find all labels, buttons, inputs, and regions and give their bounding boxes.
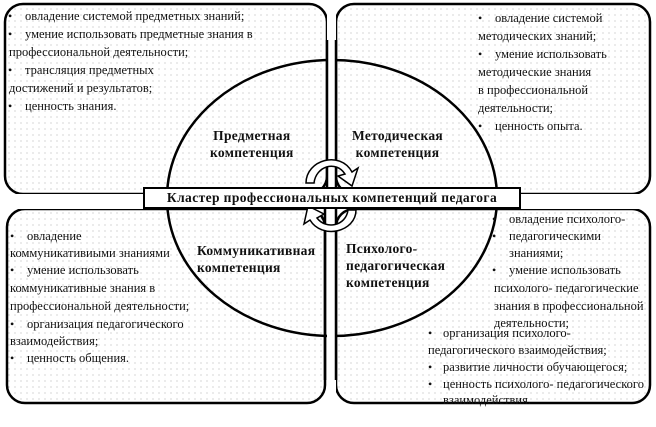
box-bottom-right-line: педагогического взаимодействия;	[428, 343, 607, 357]
box-bottom-right-line: психолого- педагогические	[494, 281, 639, 295]
bullet-icon: •	[10, 263, 15, 277]
box-bottom-right-line: педагогическими	[509, 229, 601, 243]
box-bottom-left-line: коммуникативные знания в	[10, 281, 156, 295]
bullet-icon: •	[10, 229, 15, 243]
bullet-icon: •	[428, 377, 433, 391]
box-bottom-right-line: взаимодействия.	[443, 393, 531, 407]
bullet-icon: •	[478, 47, 483, 61]
cluster-banner: Кластер профессиональных компетенций пед…	[143, 187, 521, 209]
methodical-competence-title: Методическая компетенция	[352, 127, 443, 161]
title-line: компетенция	[355, 145, 440, 160]
box-bottom-right-line: развитие личности обучающегося;	[443, 360, 628, 374]
bullet-icon: •	[8, 27, 13, 41]
box-top-right-line: ценность опыта.	[495, 119, 583, 133]
box-top-left-line: профессиональной деятельности;	[9, 45, 189, 59]
title-line: Психолого-	[346, 241, 418, 256]
box-bottom-left-line: ценность общения.	[27, 351, 130, 365]
bullet-icon: •	[10, 351, 15, 365]
box-bottom-right-line: ценность психолого- педагогического	[443, 377, 644, 391]
box-top-right-line: методические знания	[478, 65, 592, 79]
box-bottom-left-line: взаимодействия;	[10, 334, 99, 348]
bullet-icon: •	[8, 9, 13, 23]
title-line: компетенция	[197, 260, 281, 275]
bullet-icon: •	[492, 263, 497, 277]
bullet-icon: •	[8, 63, 13, 77]
box-top-right-line: методических знаний;	[478, 29, 597, 43]
box-bottom-right-line: овладение психолого-	[509, 212, 626, 226]
box-top-right-line: деятельности;	[478, 101, 554, 115]
box-top-right-line: умение использовать	[495, 47, 607, 61]
box-bottom-left-line: профессиональной деятельности;	[10, 299, 190, 313]
box-bottom-right-line: деятельности;	[494, 316, 570, 330]
box-top-right-line: в профессиональной	[478, 83, 589, 97]
title-line: Предметная	[213, 128, 291, 143]
title-line: Коммуникативная	[197, 243, 316, 258]
bullet-icon: •	[478, 11, 483, 25]
box-bottom-right-line: умение использовать	[509, 263, 621, 277]
psychopedagogical-competence-title: Психолого- педагогическая компетенция	[346, 240, 445, 291]
bullet-icon: •	[492, 212, 497, 226]
box-top-left-line: ценность знания.	[25, 99, 117, 113]
title-line: педагогическая	[346, 258, 446, 273]
title-line: компетенция	[210, 145, 294, 160]
bullet-icon: •	[428, 326, 433, 340]
box-bottom-left-line: организация педагогического	[27, 317, 184, 331]
box-top-left-line: умение использовать предметные знания в	[25, 27, 253, 41]
title-line: Методическая	[352, 128, 443, 143]
box-bottom-right-line: организация психолого-	[443, 326, 571, 340]
title-line: компетенция	[346, 275, 430, 290]
box-top-right-line: овладение системой	[495, 11, 603, 25]
bullet-icon: •	[428, 360, 433, 374]
box-bottom-left-line: коммуникативиыми знаниями	[10, 246, 170, 260]
box-top-left-line: достижений и результатов;	[9, 81, 153, 95]
bullet-icon: •	[8, 99, 13, 113]
cycle-arrow-top-icon	[305, 158, 360, 188]
box-bottom-right-line: знаниями;	[509, 246, 564, 260]
bullet-icon: •	[492, 229, 497, 243]
box-top-left-line: трансляция предметных	[25, 63, 154, 77]
bullet-icon: •	[10, 317, 15, 331]
box-bottom-right-line: знания в профессиональной	[494, 299, 644, 313]
box-bottom-left-line: умение использовать	[27, 263, 139, 277]
subject-competence-title: Предметная компетенция	[210, 127, 294, 161]
box-top-left-line: овладение системой предметных знаний;	[25, 9, 245, 23]
communicative-competence-title: Коммуникативная компетенция	[197, 242, 315, 276]
box-bottom-left-line: овладение	[27, 229, 82, 243]
bullet-icon: •	[478, 119, 483, 133]
